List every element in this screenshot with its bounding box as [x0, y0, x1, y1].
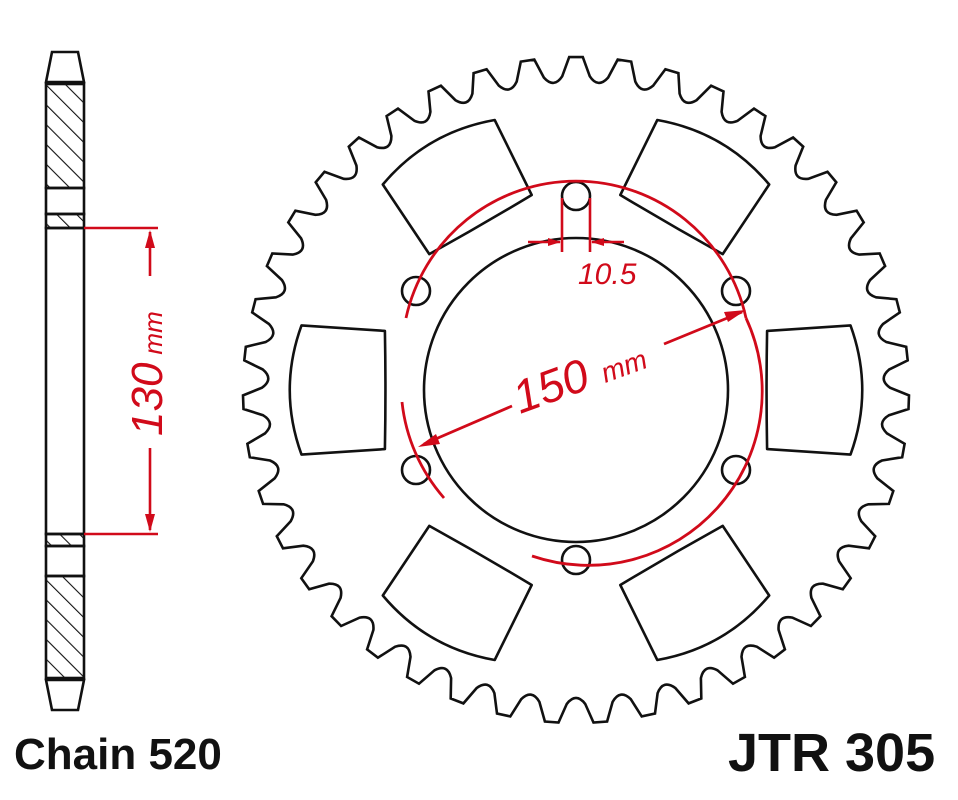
bolt-hole [400, 275, 432, 307]
side-top-tip [44, 50, 86, 84]
bolt-hole [560, 180, 592, 212]
lightening-cutout [381, 118, 533, 256]
bolt-hole [720, 275, 752, 307]
front-view [241, 55, 911, 724]
lightening-cutout [381, 524, 533, 662]
side-bottom-hatch [44, 574, 86, 680]
dimension-150mm [400, 179, 764, 567]
dimension-130mm [84, 226, 158, 536]
bolt-hole-diameter-label: 10.5 [578, 258, 637, 291]
bolt-hole [560, 544, 592, 576]
dimension-10.5 [528, 198, 624, 252]
part-number-label: JTR 305 [728, 723, 936, 783]
chain-size-label: Chain 520 [14, 730, 222, 779]
lightening-cutout [619, 118, 771, 256]
side-hatch-strip-bottom [44, 532, 86, 548]
bolt-hole [720, 454, 752, 486]
side-bottom-tip [44, 678, 86, 712]
lightening-cutout [619, 524, 771, 662]
lightening-cutout [765, 324, 864, 456]
side-top-hatch [44, 82, 86, 190]
lightening-cutout [288, 324, 387, 456]
bolt-circle-label: 150mm [506, 328, 653, 424]
side-view [44, 50, 86, 712]
side-body [44, 226, 86, 536]
dimension-130-label: 130mm [123, 311, 172, 436]
center-bore [422, 236, 730, 544]
side-hatch-strip-top [44, 212, 86, 230]
sprocket-teeth-outline [241, 55, 911, 724]
bolt-hole [400, 454, 432, 486]
lightening-cutouts [288, 118, 864, 662]
